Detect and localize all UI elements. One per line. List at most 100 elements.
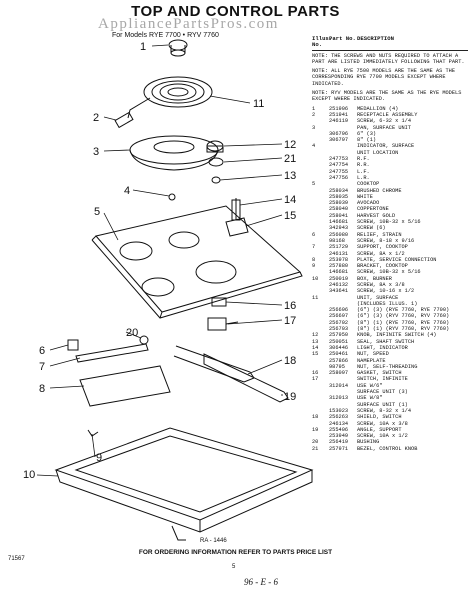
- part-number: 257950: [329, 332, 349, 339]
- part-description: BUSHING: [357, 439, 380, 446]
- part-number: 312013: [329, 395, 349, 402]
- surface-unit-pan-part: [129, 135, 219, 171]
- part-row: SURFACE UNIT (1): [312, 402, 468, 408]
- part-description: SCREW, 8A x 3/8: [357, 281, 405, 288]
- part-illus-no: 1: [312, 105, 316, 112]
- part-description: LIGHT, INDICATOR: [357, 344, 408, 351]
- part-number: 251941: [329, 111, 349, 118]
- part-description: 6" (3): [357, 130, 377, 137]
- part-illus-no: 8: [312, 256, 316, 263]
- part-description: KNOB, INFINITE SWITCH (4): [357, 332, 437, 339]
- callout-9: 9: [96, 452, 102, 464]
- part-description: SHIELD, SWITCH: [357, 414, 402, 421]
- part-number: 247754: [329, 162, 349, 169]
- part-number: 246134: [329, 420, 349, 427]
- part-description: SURFACE UNIT (3): [357, 389, 408, 396]
- part-row: 256703(8") (1) (RYV 7760, RYV 7760): [312, 326, 468, 332]
- part-description: SUPPORT, COOKTOP: [357, 244, 408, 251]
- part-description: COPPERTONE: [357, 206, 389, 213]
- part-row: 256702(8") (1) (RYE 7760, RYE 7760): [312, 320, 468, 326]
- part-number: 256419: [329, 439, 349, 446]
- part-description: NAMEPLATE: [357, 357, 386, 364]
- part-description: INDICATOR, SURFACE: [357, 143, 415, 150]
- part-row: 3 PAN, SURFACE UNIT: [312, 125, 468, 131]
- part-description: SCREW, 8-32 x 1/4: [357, 407, 412, 414]
- part-number: 258097: [329, 370, 349, 377]
- part-description: (8") (1) (RYE 7760, RYE 7760): [357, 319, 450, 326]
- note-ryv: NOTE: RYV MODELS ARE THE SAME AS THE RYE…: [312, 90, 462, 103]
- part-illus-no: 17: [312, 376, 319, 383]
- part-illus-no: 21: [312, 445, 319, 452]
- part-description: SCREW, 8-18 x 9/16: [357, 237, 415, 244]
- strain-relief-part: [67, 339, 79, 351]
- part-row: 312014 USE W/6": [312, 383, 468, 389]
- callout-4: 4: [124, 185, 130, 197]
- bezel-part: [208, 157, 224, 167]
- part-description: (8") (1) (RYV 7760, RYV 7760): [357, 326, 450, 333]
- part-description: NUT, SELF-THREADING: [357, 363, 418, 370]
- part-row: 8 253978 PLATE, SERVICE CONNECTION: [312, 257, 468, 263]
- callout-20: 20: [126, 327, 138, 339]
- part-description: SCREW, 10A x 1/2: [357, 433, 408, 440]
- part-row: 306796 6" (3): [312, 131, 468, 137]
- part-illus-no: 7: [312, 244, 316, 251]
- part-number: 250461: [329, 351, 349, 358]
- part-illus-no: 12: [312, 332, 319, 339]
- drawing-code: RA - 1446: [200, 538, 227, 544]
- handwritten-note: 96 - E - 6: [244, 577, 278, 587]
- part-number: 98795: [329, 363, 345, 370]
- part-number: 306796: [329, 130, 349, 137]
- part-illus-no: 3: [312, 124, 316, 131]
- part-row: 98795 NUT, SELF-THREADING: [312, 364, 468, 370]
- cooktop-bracket-part: [87, 429, 99, 437]
- part-description: ANGLE, SUPPORT: [357, 426, 402, 433]
- part-description: BOX, BURNER: [357, 275, 392, 282]
- part-number: 250051: [329, 338, 349, 345]
- callout-16: 16: [284, 300, 296, 312]
- header-description: DESCRIPTION: [357, 35, 394, 42]
- callout-2: 2: [93, 112, 99, 124]
- part-description: BEZEL, CONTROL KNOB: [357, 445, 418, 452]
- callout-15: 15: [284, 210, 296, 222]
- part-number: 306446: [329, 344, 349, 351]
- part-row: 12 257950 KNOB, INFINITE SWITCH (4): [312, 332, 468, 338]
- seal-part: [211, 176, 221, 184]
- part-number: 98168: [329, 237, 345, 244]
- part-illus-no: 10: [312, 275, 319, 282]
- part-description: UNIT, SURFACE: [357, 294, 399, 301]
- part-description: WHITE: [357, 193, 373, 200]
- part-description: PAN, SURFACE UNIT: [357, 124, 412, 131]
- part-number: 312014: [329, 382, 349, 389]
- watermark: AppliancePartsPros.com: [98, 16, 279, 32]
- part-row: 98168 SCREW, 8-18 x 9/16: [312, 238, 468, 244]
- part-description: PLATE, SERVICE CONNECTION: [357, 256, 437, 263]
- part-number: 253978: [329, 256, 349, 263]
- receptacle-part: [114, 111, 134, 129]
- part-number: 306797: [329, 137, 349, 144]
- part-description: USE W/6": [357, 382, 383, 389]
- callout-14: 14: [284, 194, 296, 206]
- part-number: 246119: [329, 118, 349, 125]
- cooktop-part: [91, 205, 303, 319]
- part-description: (6") (3) (RYE 7760, RYE 7700): [357, 307, 450, 314]
- callout-11: 11: [253, 98, 264, 110]
